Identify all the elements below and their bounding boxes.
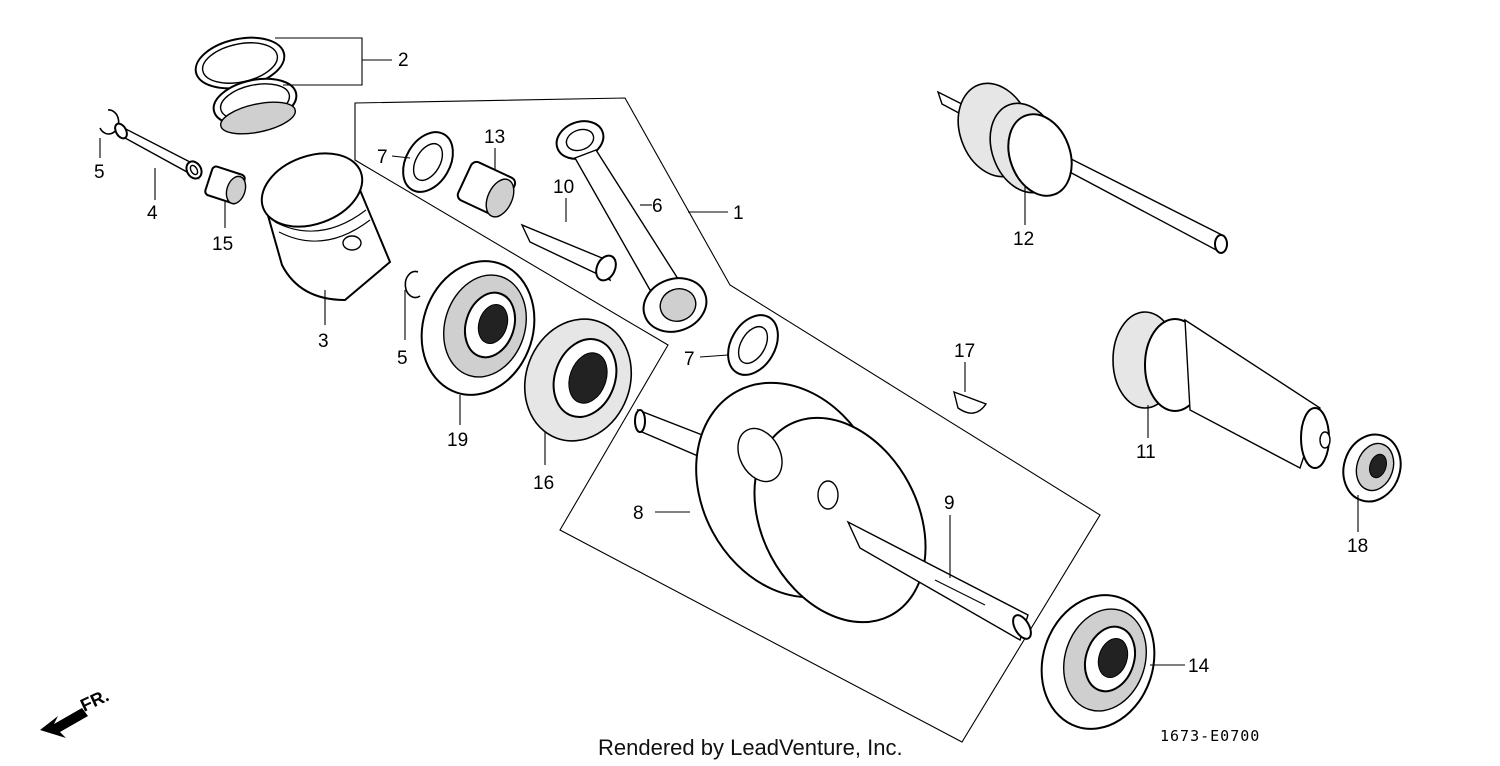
label-part-15: 15 <box>212 234 233 255</box>
label-part-16: 16 <box>533 473 554 494</box>
label-part-11: 11 <box>1136 442 1156 463</box>
label-part-4: 4 <box>147 203 158 224</box>
gear-shaft <box>936 82 1228 254</box>
crank-pin <box>520 223 617 282</box>
label-part-6: 6 <box>652 196 663 217</box>
label-part-12: 12 <box>1013 229 1034 250</box>
label-part-7b: 7 <box>684 349 695 370</box>
label-part-8: 8 <box>633 503 644 524</box>
diagram-code: 1673-E0700 <box>1160 727 1260 745</box>
label-part-19: 19 <box>447 430 468 451</box>
circlip-right <box>404 270 421 299</box>
piston <box>260 152 392 302</box>
label-part-10: 10 <box>553 177 574 198</box>
part-labels: 2 5 4 15 3 5 7 13 10 6 1 7 19 16 8 9 17 … <box>94 50 1368 677</box>
label-part-1: 1 <box>733 203 744 224</box>
label-part-7a: 7 <box>377 147 388 168</box>
crankshaft <box>634 381 1032 642</box>
label-part-5a: 5 <box>94 162 105 183</box>
ball-bearing-left <box>420 260 536 396</box>
ball-bearing-right <box>1040 594 1156 730</box>
label-part-3: 3 <box>318 331 329 352</box>
needle-bearing-small <box>204 165 247 205</box>
label-part-2: 2 <box>398 50 409 71</box>
connecting-rod <box>555 120 708 333</box>
piston-pin <box>114 122 203 180</box>
countershaft <box>1112 311 1331 470</box>
credit-text: Rendered by LeadVenture, Inc. <box>598 735 903 760</box>
front-arrow-icon <box>40 708 88 738</box>
front-direction-indicator: FR. <box>40 685 112 738</box>
ball-bearing-small <box>1342 433 1402 503</box>
label-part-13: 13 <box>484 127 505 148</box>
assembly-outline <box>354 97 1101 743</box>
label-part-5b: 5 <box>397 348 408 369</box>
label-part-18: 18 <box>1347 536 1368 557</box>
woodruff-key <box>952 390 988 414</box>
leader-lines <box>99 37 1359 666</box>
label-part-17: 17 <box>954 341 975 362</box>
thrust-washer-bottom <box>727 314 779 376</box>
needle-bearing-conrod <box>456 160 517 218</box>
label-part-9: 9 <box>944 493 955 514</box>
label-part-14: 14 <box>1188 656 1210 677</box>
thrust-washer-top <box>402 131 454 193</box>
oil-seal <box>523 318 633 442</box>
piston-rings <box>194 36 298 135</box>
